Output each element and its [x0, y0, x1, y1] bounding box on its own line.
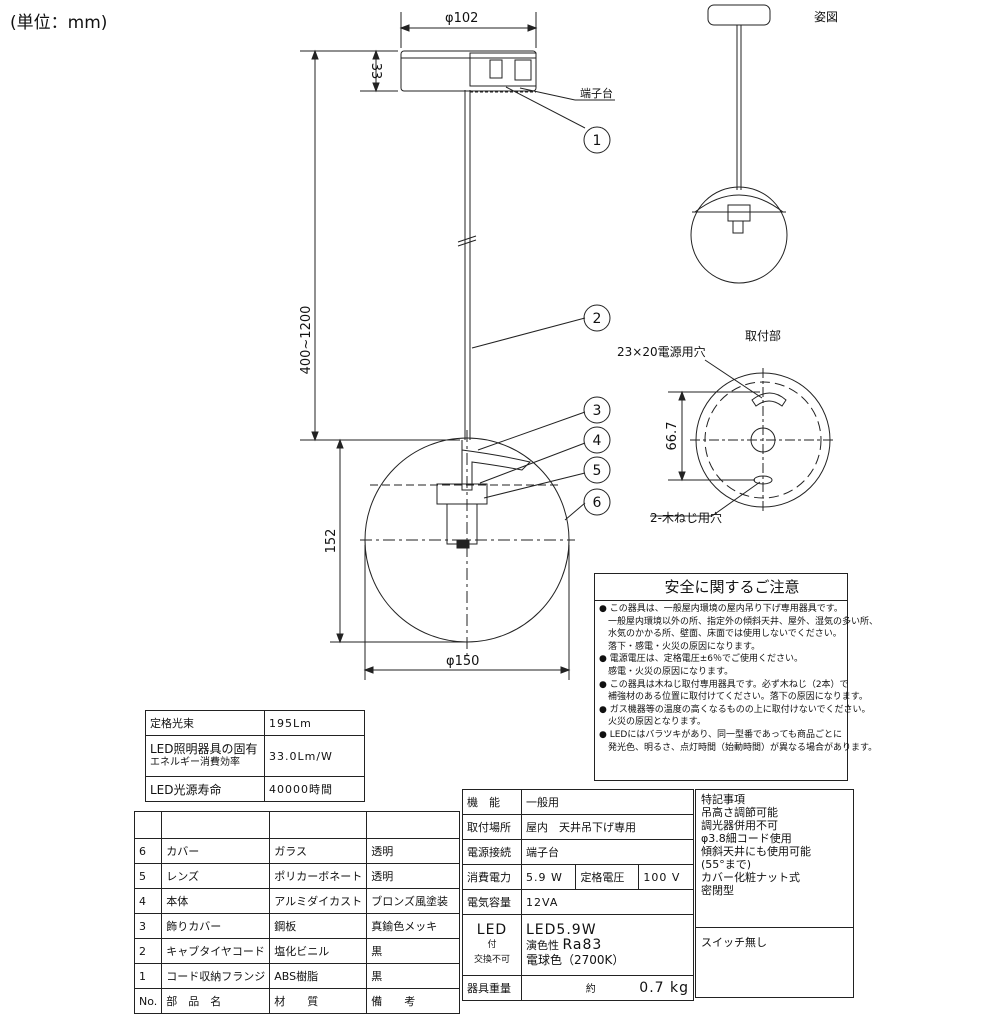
dim-mount-dist: 66.7 [665, 422, 680, 451]
unit-note: (単位：mm) [10, 13, 108, 33]
table-row: LED光源寿命 40000時間 [145, 776, 365, 802]
view-label: 姿図 [814, 10, 839, 24]
callout-4: 4 [593, 433, 602, 449]
dim-globe-dia: φ150 [446, 654, 479, 669]
safety-line: ● 電源電圧は、定格電圧±6％でご使用ください。 [599, 654, 803, 665]
feature-line: カバー化粧ナット式 [701, 871, 800, 884]
callout-2: 2 [593, 311, 602, 327]
dim-globe-h: 152 [324, 529, 339, 554]
safety-notice: 安全に関するご注意 ● この器具は、一般屋内環境の屋内吊り下げ専用器具です。 一… [594, 573, 879, 781]
table-row: 6 カバー ガラス 透明 [133, 838, 460, 864]
feature-line: 調光器併用不可 [701, 819, 778, 832]
callout-3: 3 [593, 403, 602, 419]
safety-line: 感電・火災の原因になります。 [599, 666, 734, 677]
safety-line: ● この器具は木ねじ取付専用器具です。必ず木ねじ（2本）で [599, 679, 849, 690]
table-row: LED 付 交換不可 LED5.9W 演色性 Ra83 電球色（2700K） [462, 914, 694, 976]
label-mount-section: 取付部 [745, 328, 781, 343]
safety-line: ● この器具は、一般屋内環境の屋内吊り下げ専用器具です。 [599, 604, 843, 614]
feature-line: (55°まで) [701, 858, 752, 871]
specs-table: 機 能 一般用 取付場所 屋内 天井吊下げ専用 電源接続 端子台 消費電力 5.… [462, 789, 694, 1001]
callout-1: 1 [593, 133, 602, 149]
features-box: 特記事項 吊高さ調節可能 調光器併用不可 φ3.8細コード使用 傾斜天井にも使用… [695, 789, 854, 998]
feature-line: φ3.8細コード使用 [701, 832, 792, 845]
safety-line: 火災の原因となります。 [599, 717, 706, 728]
table-row: 器具重量 約 0.7 kg [462, 975, 694, 1001]
table-row: 消費電力 5.9 W 定格電圧 100 V [462, 864, 694, 890]
feature-line: 吊高さ調節可能 [701, 806, 778, 819]
flange-body [400, 50, 537, 92]
feature-line: 密閉型 [701, 884, 734, 897]
safety-title: 安全に関するご注意 [595, 574, 847, 601]
safety-line: 水気のかかる所、壁面、床面では使用しないでください。 [599, 629, 842, 640]
label-screw-holes: 2-木ねじ用穴 [650, 510, 722, 525]
table-header-row: No.部 品 名 材 質備 考 [133, 988, 460, 1014]
switch-note: スイッチ無し [701, 936, 767, 949]
feature-line: 傾斜天井にも使用可能 [701, 845, 811, 858]
label-terminal: 端子台 [580, 86, 613, 100]
callout-6: 6 [593, 495, 602, 511]
table-row: 機 能 一般用 [462, 789, 694, 815]
dim-flange-dia: φ102 [445, 11, 478, 26]
dim-cord-len: 400~1200 [299, 306, 314, 375]
performance-table: 定格光束 195Lm LED照明器具の固有 エネルギー消費効率 33.0Lm/W… [145, 710, 365, 802]
table-row: 定格光束 195Lm [145, 710, 365, 736]
safety-line: ● ガス機器等の温度の高くなるものの上に取付けないでください。 [599, 704, 871, 715]
dim-flange-h: 33 [368, 63, 383, 80]
safety-line: 補強材のある位置に取付けてください。落下の原因になります。 [599, 692, 868, 703]
table-row: 電源接続 端子台 [462, 839, 694, 865]
label-power-hole: 23×20電源用穴 [617, 344, 706, 359]
table-row: 取付場所 屋内 天井吊下げ専用 [462, 814, 694, 840]
safety-line: 一般屋内環境以外の所、指定外の傾斜天井、屋外、湿気の多い所、 [599, 616, 879, 627]
callout-5: 5 [593, 463, 602, 479]
features-title: 特記事項 [701, 793, 745, 806]
safety-line: 落下・感電・火災の原因になります。 [599, 641, 761, 652]
table-row: LED照明器具の固有 エネルギー消費効率 33.0Lm/W [145, 735, 365, 777]
safety-line: 発光色、明るさ、点灯時間（始動時間）が異なる場合があります。 [599, 742, 878, 753]
table-row: 電気容量 12VA [462, 889, 694, 915]
safety-line: ● LEDにはバラツキがあり、同一型番であっても商品ごとに [599, 729, 842, 740]
